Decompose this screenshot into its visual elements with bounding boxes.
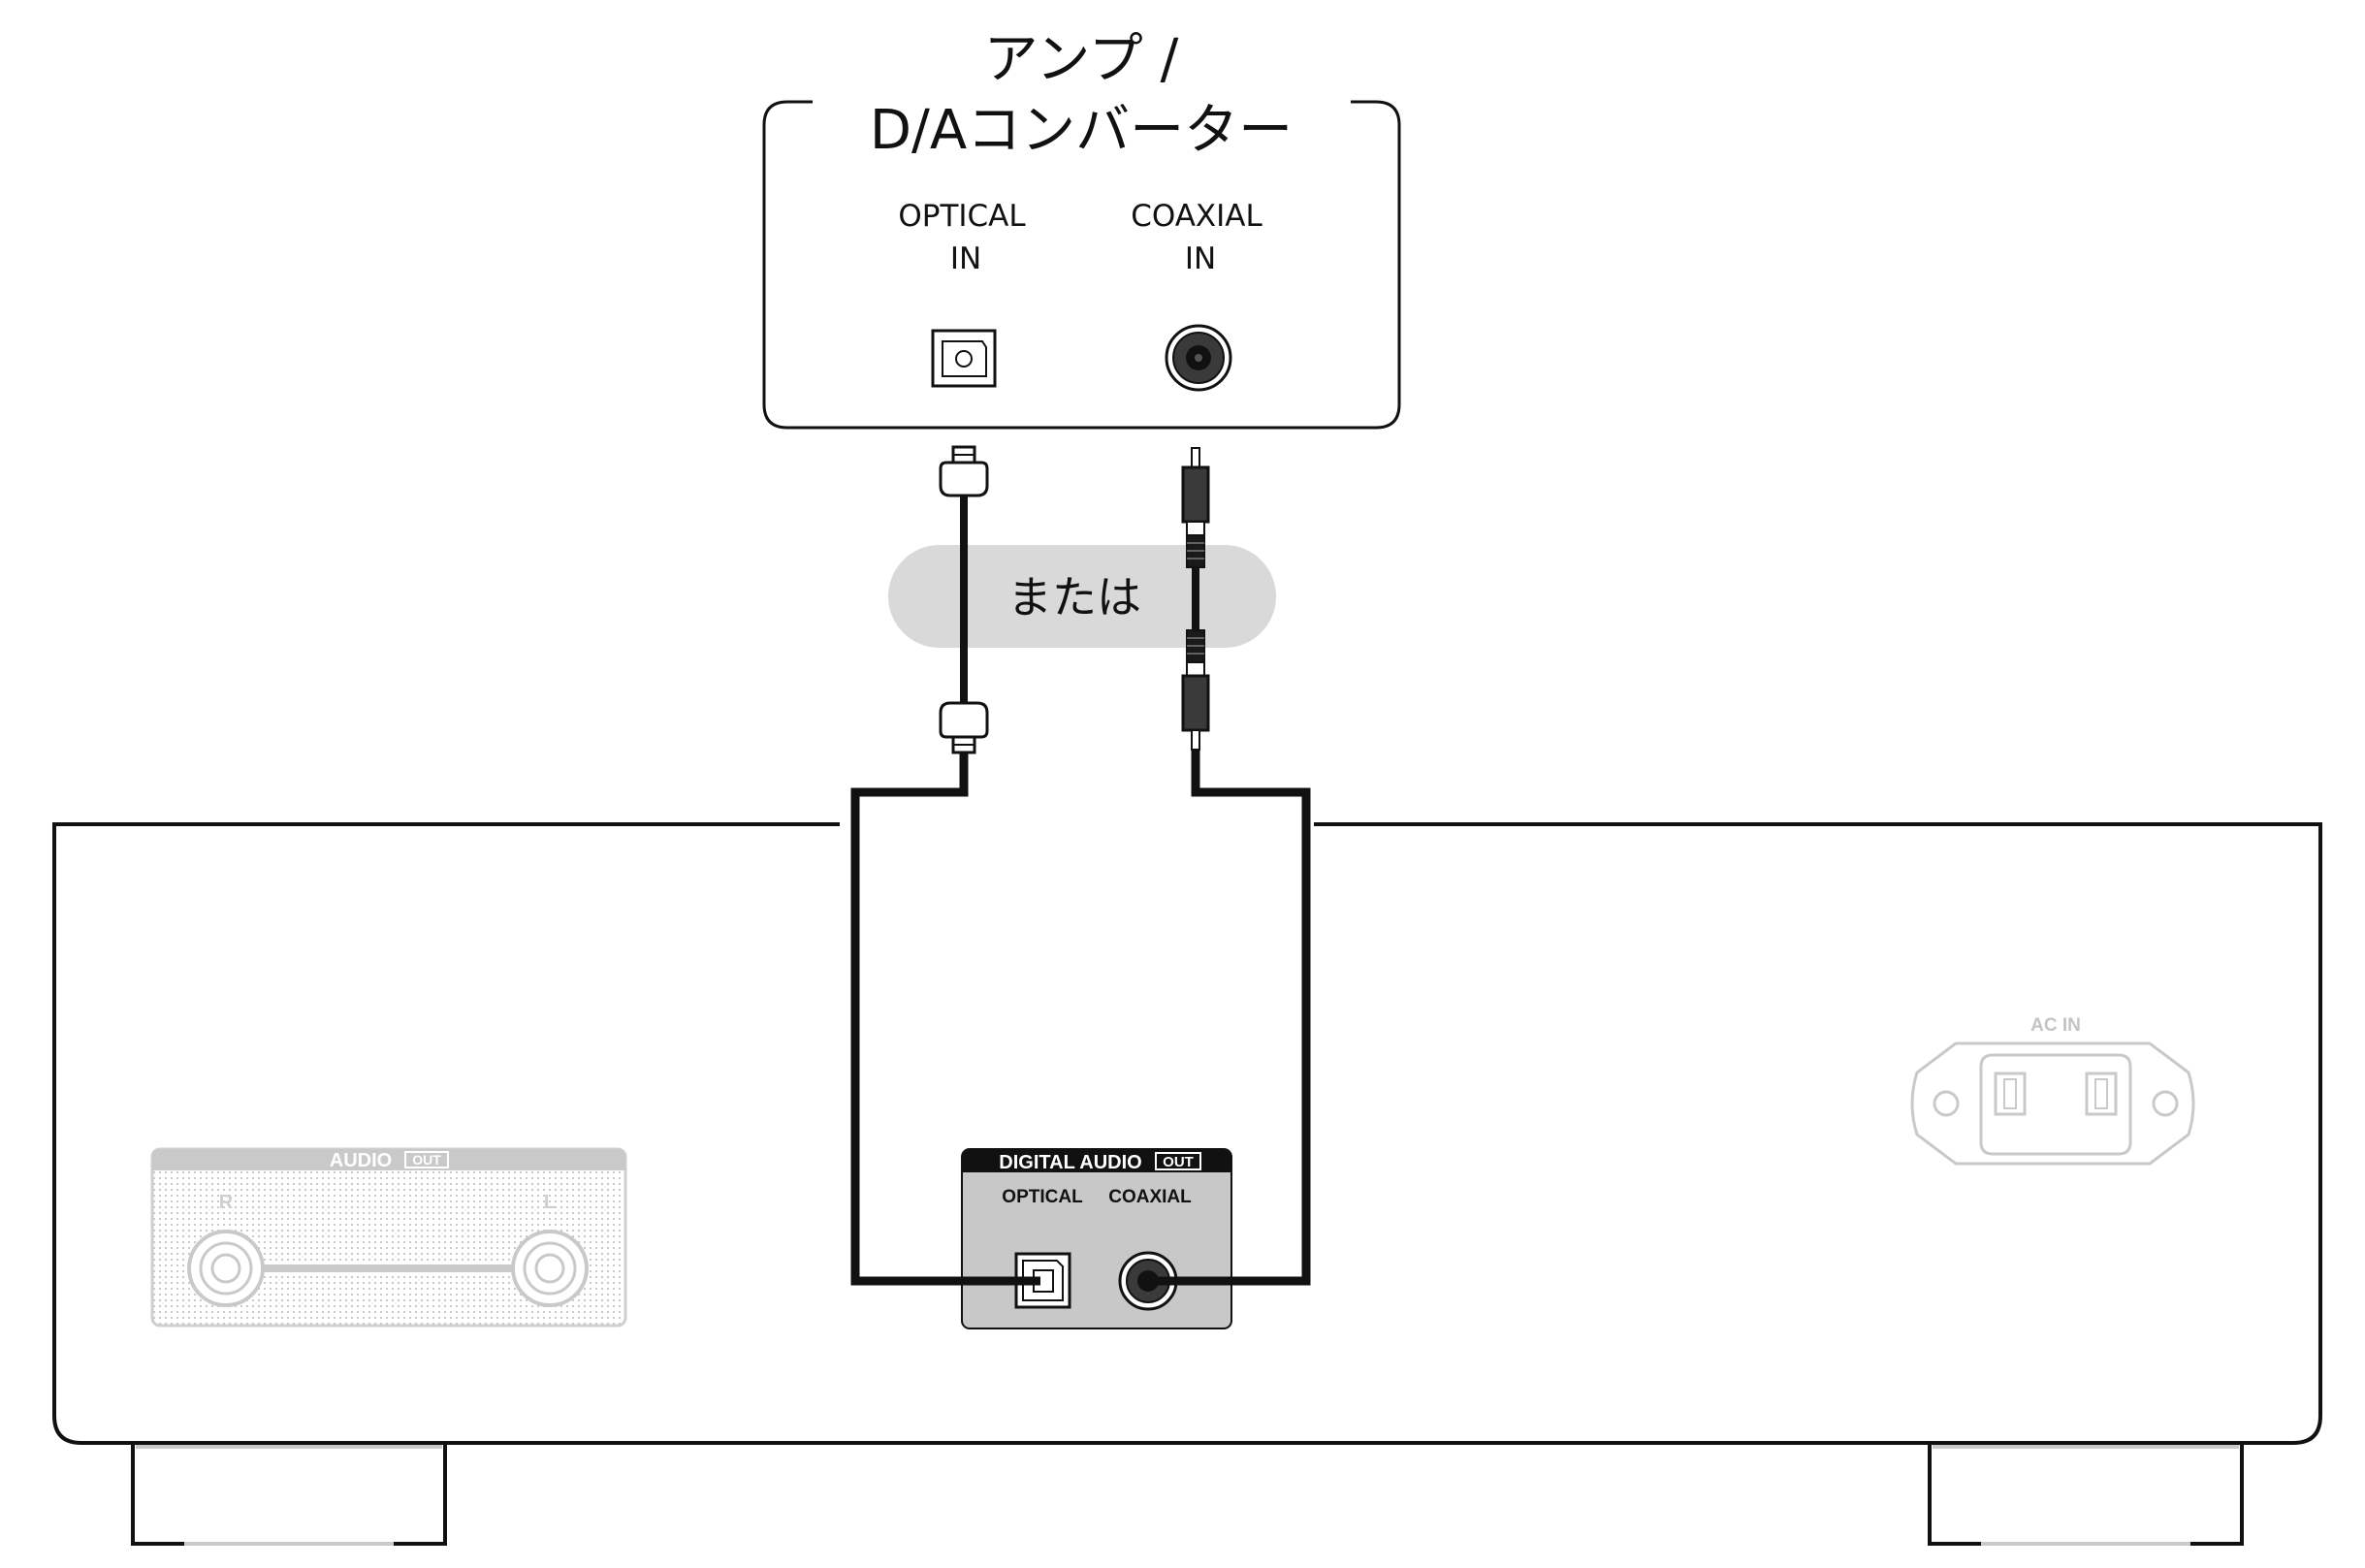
amp-dac-unit: アンプ / D/Aコンバーター OPTICAL IN COAXIAL IN (762, 28, 1401, 430)
device-coaxial-label: COAXIAL (1108, 1187, 1192, 1207)
cable-routing (850, 750, 1311, 1286)
audio-channel-l: L (544, 1192, 556, 1213)
audio-channel-r: R (219, 1192, 234, 1213)
device-rear-panel: AUDIO OUT R L DIGITAL AUDIO OUT (52, 822, 2322, 1546)
device-foot-right (1928, 1445, 2244, 1546)
amp-title-line1: アンプ / (984, 28, 1179, 91)
digital-audio-label: DIGITAL AUDIO (999, 1152, 1141, 1173)
optical-cable (939, 445, 989, 754)
device-foot-left (131, 1445, 447, 1546)
amp-title-line2: D/Aコンバーター (870, 99, 1293, 162)
coaxial-cable-route (1150, 750, 1311, 1286)
digital-audio-out-panel: DIGITAL AUDIO OUT OPTICAL COAXIAL (961, 1148, 1232, 1329)
coaxial-cable (1181, 447, 1210, 751)
audio-out-badge: OUT (412, 1152, 441, 1168)
coaxial-plug-bottom-icon (1181, 629, 1210, 751)
or-pill (888, 545, 1276, 648)
optical-plug-top-icon (939, 445, 989, 497)
ac-inlet: AC IN (1910, 1015, 2195, 1166)
coaxial-plug-top-icon (1181, 447, 1210, 568)
amp-coaxial-jack-icon (1165, 324, 1232, 392)
amp-dac-box (762, 100, 1401, 430)
optical-plug-bottom-icon (939, 701, 989, 754)
or-label: または (1007, 571, 1141, 624)
device-coaxial-jack-icon (1118, 1251, 1178, 1311)
digital-out-badge: OUT (1163, 1154, 1194, 1170)
audio-jack-r-icon (187, 1230, 265, 1307)
device-chassis-left (52, 822, 2322, 1445)
device-optical-label: OPTICAL (1002, 1187, 1083, 1207)
audio-jack-l-icon (511, 1230, 589, 1307)
amp-optical-jack-icon (931, 329, 997, 388)
amp-optical-in-label: IN (950, 241, 981, 276)
amp-optical-label: OPTICAL (898, 199, 1026, 234)
amp-coaxial-label: COAXIAL (1131, 199, 1262, 234)
amp-coaxial-in-label: IN (1185, 241, 1216, 276)
audio-out-panel: AUDIO OUT R L (150, 1147, 627, 1328)
optical-cable-route (850, 752, 1040, 1286)
audio-label: AUDIO (330, 1150, 392, 1171)
ac-in-label: AC IN (2030, 1015, 2081, 1036)
